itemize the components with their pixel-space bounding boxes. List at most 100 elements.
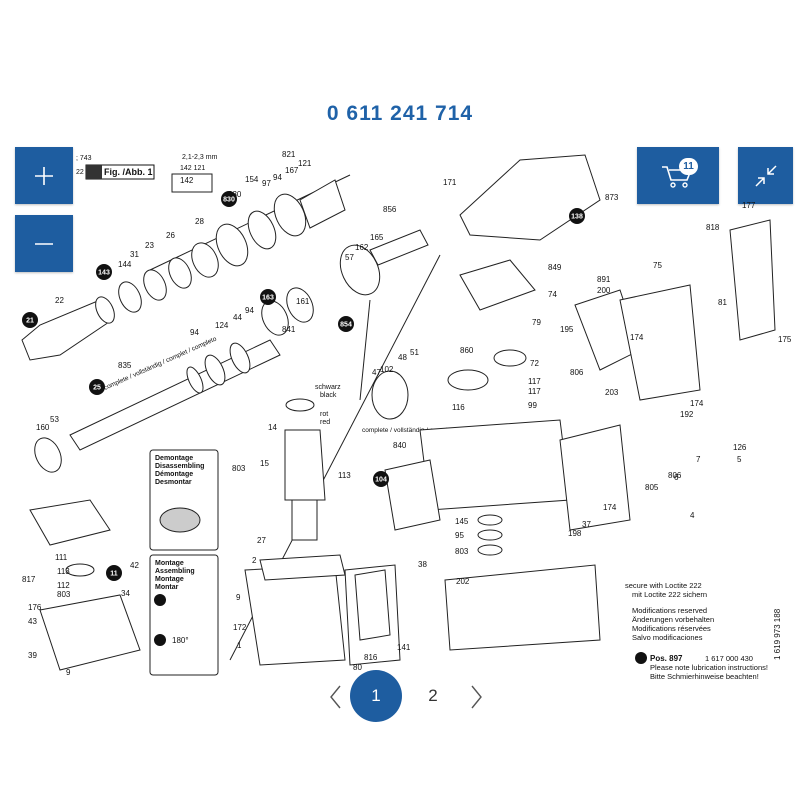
loctite-note-1: secure with Loctite 222 <box>625 581 702 590</box>
part-number-label: 43 <box>28 617 37 626</box>
part-number-label: 860 <box>460 346 474 355</box>
circled-part-number: 143 <box>98 270 110 277</box>
circled-part-number: 25 <box>93 385 101 392</box>
circled-part-number: 104 <box>375 477 387 484</box>
part-number-label: 113 <box>338 471 351 480</box>
wire-label-rot: rot <box>320 411 328 418</box>
circled-part-number: 163 <box>262 295 274 302</box>
part-number-label: 53 <box>50 415 59 424</box>
part-number-label: 805 <box>645 483 659 492</box>
part-number-label: 9 <box>236 593 241 602</box>
cart-button[interactable]: 11 <box>637 147 719 204</box>
part-number-label: 167 <box>285 166 299 175</box>
part-number-label: 873 <box>605 193 619 202</box>
minus-icon <box>35 242 53 245</box>
part-number-label: 97 <box>262 179 271 188</box>
part-number-label: 160 <box>36 423 50 432</box>
part-number-label: 835 <box>118 361 132 370</box>
circled-part-number: 11 <box>110 571 118 578</box>
part-number-label: 31 <box>130 250 139 259</box>
part-number-label: 174 <box>630 333 644 342</box>
circled-part-marker <box>373 471 389 487</box>
circled-part-marker <box>338 316 354 332</box>
part-number-label: 95 <box>455 531 464 540</box>
side-code: 1 619 973 188 <box>773 608 782 660</box>
part-number-label: 99 <box>528 401 537 410</box>
page-title: 0 611 241 714 <box>326 102 474 125</box>
part-number-label: 124 <box>215 321 229 330</box>
part-number-label: 51 <box>410 348 419 357</box>
part-number-label: 200 <box>597 286 611 295</box>
part-number-label: 177 <box>742 201 756 210</box>
part-number-label: 142 <box>180 176 194 185</box>
part-number-label: 48 <box>398 353 407 362</box>
part-number-label: 161 <box>296 297 310 306</box>
part-number-label: 79 <box>532 318 541 327</box>
part-number-label: 37 <box>582 520 591 529</box>
loctite-note-2: mit Loctite 222 sichern <box>632 590 707 599</box>
pos-code: 1 617 000 430 <box>705 654 753 663</box>
part-number-label: 75 <box>653 261 662 270</box>
part-number-label: 171 <box>443 178 457 187</box>
part-number-label: 113 <box>57 567 70 576</box>
part-number-label: 116 <box>452 403 465 412</box>
part-number-label: 176 <box>28 603 42 612</box>
circled-part-marker <box>569 208 585 224</box>
wire-label-black: black <box>320 392 337 399</box>
part-number-label: 175 <box>778 335 792 344</box>
mods-note-3: Modifications réservées <box>632 624 711 633</box>
dimension-codes: 142 121 <box>180 165 205 172</box>
ref-text-743: ; 743 <box>76 155 92 162</box>
part-number-label: 38 <box>418 560 427 569</box>
part-number-label: 72 <box>530 359 539 368</box>
part-number-label: 23 <box>145 241 154 250</box>
page-1-button[interactable]: 1 <box>350 670 402 722</box>
circled-part-marker <box>22 312 38 328</box>
mods-note-4: Salvo modificaciones <box>632 633 703 642</box>
angle-label: 180° <box>172 636 189 645</box>
part-number-label: 203 <box>605 388 619 397</box>
part-number-label: 94 <box>245 306 254 315</box>
part-number-label: 5 <box>737 455 742 464</box>
part-number-label: 165 <box>370 233 384 242</box>
demontage-line-4: Desmontar <box>155 479 192 486</box>
part-number-label: 57 <box>345 253 354 262</box>
part-number-label: 117 <box>528 387 541 396</box>
circled-part-number: 21 <box>26 318 34 325</box>
part-number-label: 198 <box>568 529 582 538</box>
part-number-label: 202 <box>456 577 470 586</box>
part-number-label: 172 <box>233 623 247 632</box>
zoom-in-button[interactable] <box>15 147 73 204</box>
zoom-out-button[interactable] <box>15 215 73 272</box>
chevron-left-icon[interactable] <box>326 682 346 712</box>
part-number-label: 102 <box>380 365 394 374</box>
chevron-right-icon[interactable] <box>466 682 486 712</box>
demontage-line-1: Demontage <box>155 455 193 462</box>
collapse-button[interactable] <box>738 147 793 204</box>
part-number-label: 144 <box>118 260 132 269</box>
part-number-label: 27 <box>257 536 266 545</box>
circled-part-number: 854 <box>340 322 352 329</box>
part-number-label: 15 <box>260 459 269 468</box>
part-number-label: 7 <box>696 455 701 464</box>
collapse-arrows-icon <box>754 164 777 187</box>
montage-line-4: Montar <box>155 584 179 591</box>
part-number-label: 145 <box>455 517 469 526</box>
ref-text-22: 22 <box>76 169 84 176</box>
part-number-label: 891 <box>597 275 611 284</box>
lube-note-1: Please note lubrication instructions! <box>650 663 768 672</box>
part-number-label: 192 <box>680 410 694 419</box>
part-number-label: 26 <box>166 231 175 240</box>
part-number-label: 1 <box>237 641 242 650</box>
page-2-button[interactable]: 2 <box>428 686 438 705</box>
circled-part-marker <box>89 379 105 395</box>
part-number-label: 22 <box>55 296 64 305</box>
cart-count-badge: 11 <box>679 158 698 175</box>
part-number-label: 2 <box>252 556 257 565</box>
part-number-label: 840 <box>393 441 407 450</box>
part-number-label: 806 <box>668 471 682 480</box>
circled-part-number: 138 <box>571 214 583 221</box>
part-number-label: 111 <box>55 553 68 562</box>
part-number-label: 856 <box>383 205 397 214</box>
part-number-label: 94 <box>190 328 199 337</box>
